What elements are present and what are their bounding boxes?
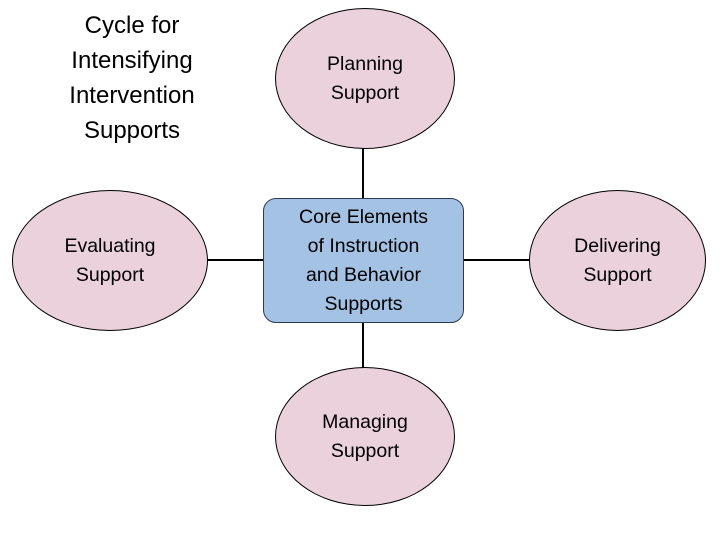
node-planning-support[interactable]: Planning Support [275, 8, 455, 149]
node-evaluating-support-label: Evaluating Support [64, 234, 156, 286]
node-managing-support-label: Managing Support [322, 410, 408, 462]
connector-core-to-delivering [461, 259, 533, 261]
node-managing-support[interactable]: Managing Support [275, 367, 455, 506]
node-planning-support-label: Planning Support [327, 52, 403, 104]
node-delivering-support[interactable]: Delivering Support [529, 190, 706, 331]
diagram-title: Cycle for Intensifying Intervention Supp… [69, 12, 195, 144]
node-core-elements-label: Core Elements of Instruction and Behavio… [299, 205, 428, 315]
connector-planning-to-core [362, 146, 364, 202]
connector-core-to-managing [362, 319, 364, 373]
node-core-elements[interactable]: Core Elements of Instruction and Behavio… [263, 198, 464, 323]
node-evaluating-support[interactable]: Evaluating Support [12, 190, 208, 331]
connector-evaluating-to-core [200, 259, 267, 261]
node-delivering-support-label: Delivering Support [574, 234, 661, 286]
